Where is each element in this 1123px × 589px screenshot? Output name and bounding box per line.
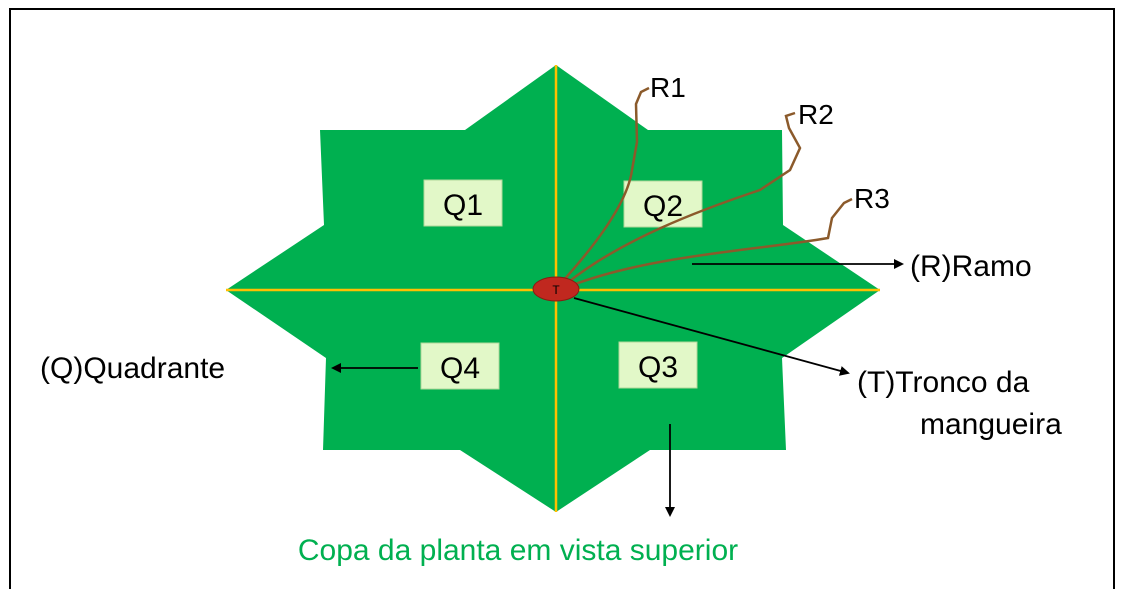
- quadrant-q1-label: Q1: [443, 189, 483, 222]
- branch-r3: [569, 197, 853, 288]
- branch-r1-label: R1: [650, 72, 686, 103]
- quadrant-q3: Q3: [618, 341, 698, 389]
- quadrant-q4: Q4: [420, 342, 500, 390]
- quadrant-q4-label: Q4: [440, 352, 480, 385]
- tronco-label-line1: (T)Tronco da: [857, 366, 1030, 399]
- tronco-arrow: [573, 297, 850, 376]
- branch-r2-label: R2: [798, 99, 834, 130]
- ramo-label: (R)Ramo: [910, 250, 1032, 283]
- quadrant-q2: Q2: [623, 180, 703, 228]
- branch-r1: [561, 86, 650, 283]
- trunk-marker-label: T: [552, 283, 560, 297]
- quadrant-q2-label: Q2: [643, 190, 683, 223]
- diagram-caption: Copa da planta em vista superior: [298, 534, 738, 567]
- branch-r3-label: R3: [854, 183, 890, 214]
- tronco-label-line2: mangueira: [920, 408, 1062, 441]
- quadrant-q3-label: Q3: [638, 351, 678, 384]
- branch-r2: [565, 111, 802, 285]
- trunk-marker: [532, 276, 580, 302]
- quadrante-label: (Q)Quadrante: [40, 352, 225, 385]
- diagram-frame: [9, 8, 1115, 589]
- quadrant-q1: Q1: [423, 179, 503, 227]
